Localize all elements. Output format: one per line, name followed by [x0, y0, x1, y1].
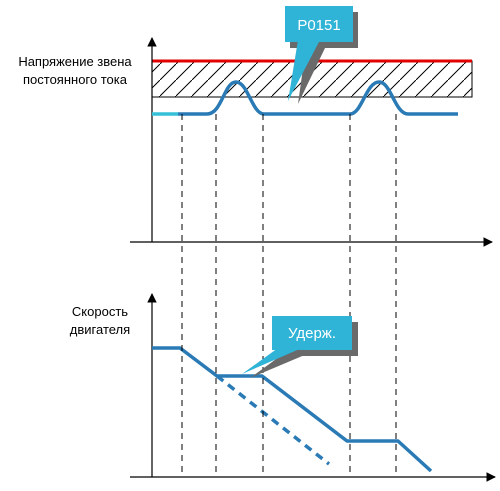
speed-label-line2: двигателя	[70, 322, 130, 337]
param-callout-box	[285, 6, 353, 42]
param-callout: P0151	[285, 6, 358, 104]
speed-curve-no-hold	[215, 374, 331, 466]
hold-callout-tail-shadow	[250, 354, 307, 378]
hold-callout-tail	[242, 348, 302, 374]
speed-chart: Скорость двигателя	[70, 293, 496, 482]
param-callout-text: P0151	[297, 17, 340, 34]
voltage-label-line2: постоянного тока	[23, 72, 128, 87]
hold-callout: Удерж.	[242, 316, 358, 378]
param-callout-tail	[288, 40, 320, 101]
speed-label-line1: Скорость	[72, 304, 128, 319]
speed-curve	[152, 346, 433, 473]
voltage-curve	[178, 80, 458, 116]
hold-callout-text: Удерж.	[288, 325, 336, 342]
voltage-chart: Напряжение звена постоянного тока	[18, 37, 493, 247]
hold-callout-box	[272, 316, 352, 350]
time-guides	[181, 114, 397, 477]
voltage-label-line1: Напряжение звена	[18, 54, 132, 69]
